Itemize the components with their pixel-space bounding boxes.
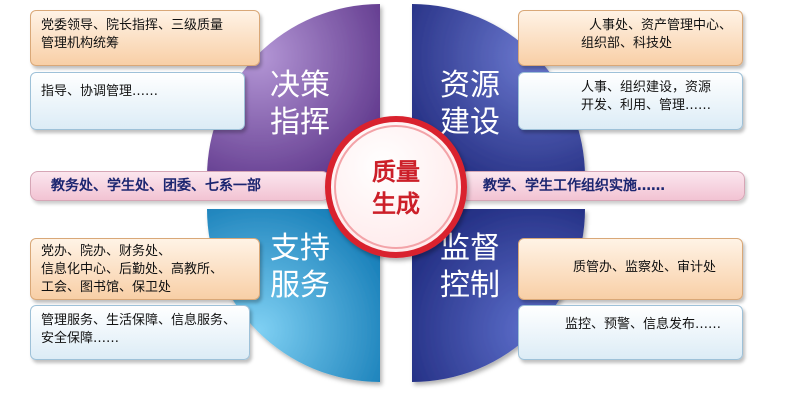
info-box-line: 党委领导、院长指挥、三级质量 <box>41 18 224 33</box>
info-box-line: 信息化中心、后勤处、高教所、 <box>41 262 224 277</box>
quadrant-top-left-line2: 指挥 <box>270 105 330 140</box>
center-label-line2: 生成 <box>372 190 420 218</box>
info-box-line: 指导、协调管理…… <box>41 84 159 99</box>
info-box-line: 监控、预警、信息发布…… <box>565 317 722 332</box>
info-box-bottom-left-2: 管理服务、生活保障、信息服务、 安全保障…… <box>30 305 250 360</box>
center-label-line1: 质量 <box>372 158 420 186</box>
info-box-line: 人事、组织建设，资源 <box>581 80 712 95</box>
quadrant-top-right-line1: 资源 <box>440 68 500 103</box>
info-box-line: 管理机构统筹 <box>41 36 120 51</box>
quadrant-top-left-line1: 决策 <box>270 68 330 103</box>
info-box-bottom-right-1: 质管办、监察处、审计处 <box>518 238 743 300</box>
band-left: 教务处、学生处、团委、七系一部 <box>30 171 330 201</box>
info-box-line: 人事处、资产管理中心、 <box>588 18 732 33</box>
band-right: 教学、学生工作组织实施…… <box>460 171 745 201</box>
info-box-line: 党办、院办、财务处、 <box>41 244 172 259</box>
band-right-label: 教学、学生工作组织实施…… <box>483 178 665 194</box>
info-box-line: 安全保障…… <box>41 331 120 346</box>
quadrant-top-right-line2: 建设 <box>440 105 500 140</box>
info-box-top-left-2: 指导、协调管理…… <box>30 72 245 130</box>
info-box-top-left-1: 党委领导、院长指挥、三级质量 管理机构统筹 <box>30 10 260 66</box>
info-box-bottom-left-1: 党办、院办、财务处、 信息化中心、后勤处、高教所、 工会、图书馆、保卫处 <box>30 238 260 300</box>
info-box-line: 质管办、监察处、审计处 <box>573 260 717 275</box>
info-box-top-right-1: 人事处、资产管理中心、 组织部、科技处 <box>518 10 743 66</box>
center-circle <box>325 116 467 258</box>
info-box-line: 开发、利用、管理…… <box>581 98 712 113</box>
info-box-top-right-2: 人事、组织建设，资源 开发、利用、管理…… <box>518 72 743 130</box>
quadrant-bottom-left-line1: 支持 <box>270 231 330 266</box>
info-box-line: 管理服务、生活保障、信息服务、 <box>41 313 237 328</box>
quadrant-top-left <box>207 4 380 177</box>
info-box-bottom-right-2: 监控、预警、信息发布…… <box>518 305 743 360</box>
quadrant-bottom-left-line2: 服务 <box>270 268 330 303</box>
quadrant-bottom-right-line1: 监督 <box>440 231 500 266</box>
band-left-label: 教务处、学生处、团委、七系一部 <box>51 178 261 194</box>
info-box-line: 组织部、科技处 <box>581 36 673 51</box>
quadrant-top-right <box>412 4 585 177</box>
info-box-line: 工会、图书馆、保卫处 <box>41 280 172 295</box>
center-circle-inner-ring <box>334 125 458 249</box>
quadrant-bottom-right-line2: 控制 <box>440 268 500 303</box>
